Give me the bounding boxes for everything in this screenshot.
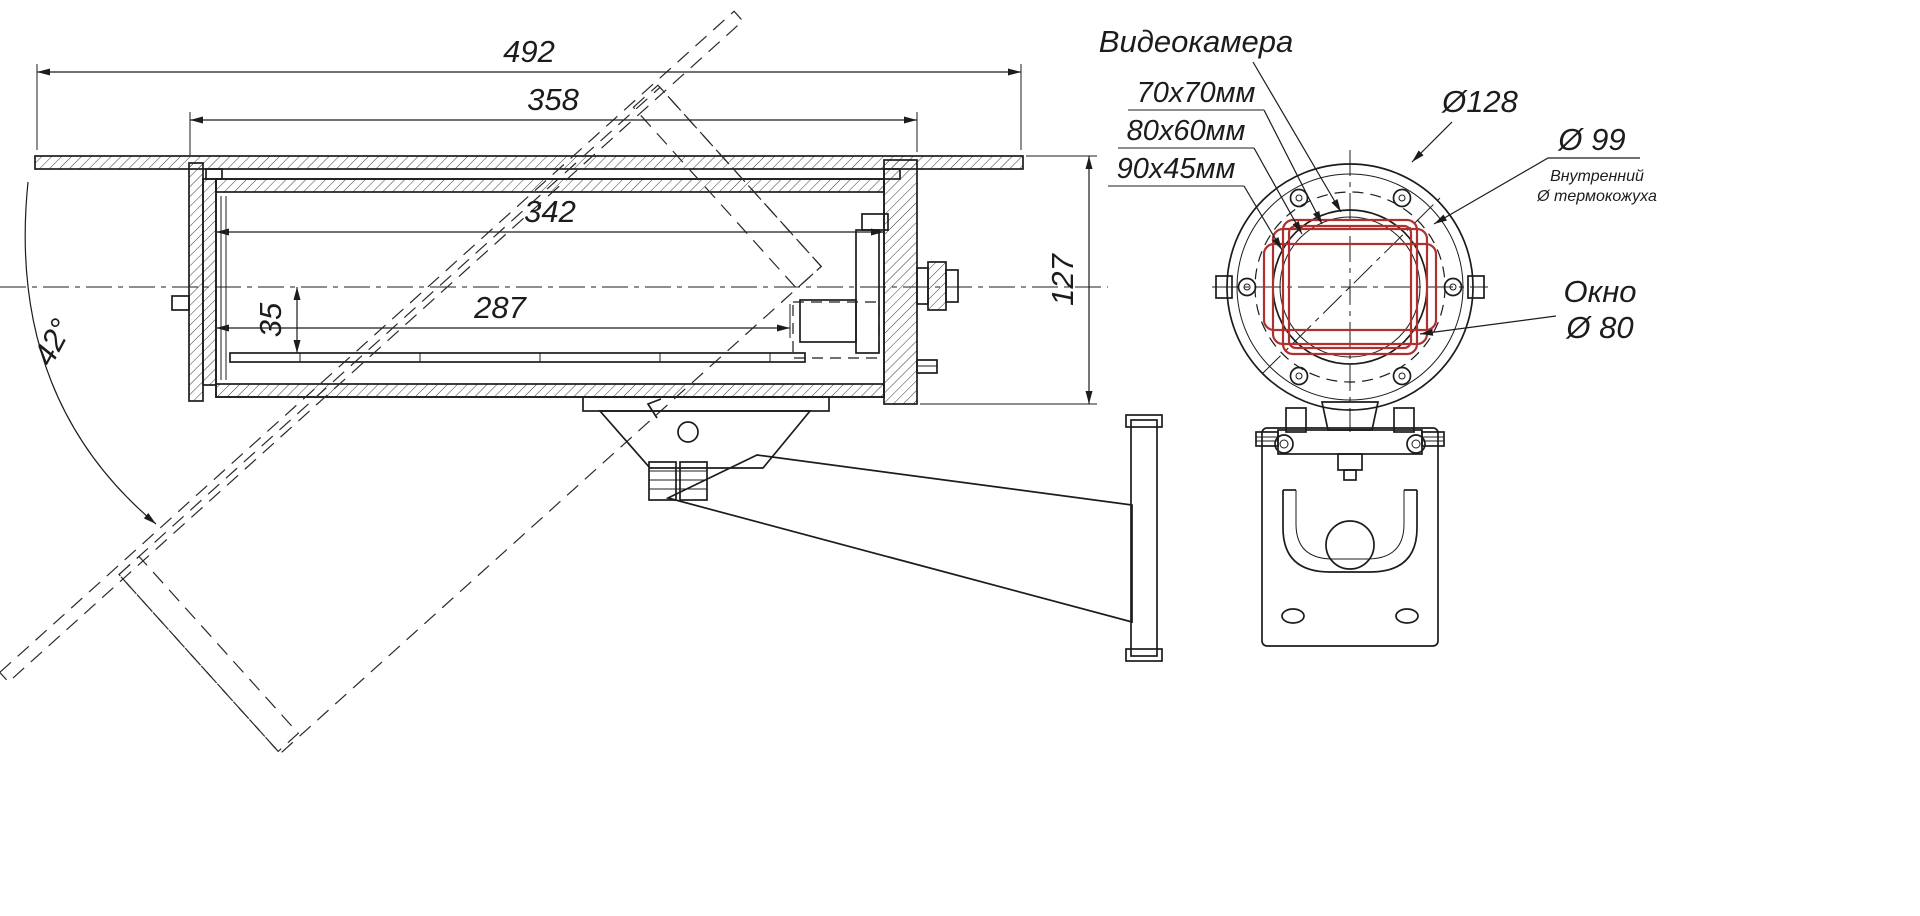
plate-corner-bolt-left	[1274, 434, 1294, 454]
dimension-35: 35	[253, 287, 301, 353]
clamp-hole	[1325, 520, 1375, 570]
camera-size-90x45	[1262, 242, 1438, 332]
dimension-127: 127	[920, 155, 1097, 405]
flange-bolts	[1237, 188, 1463, 386]
dia-128-label: Ø128	[1441, 84, 1519, 119]
yoke-side-bolt-right	[1421, 431, 1445, 447]
dim-127-label: 127	[1045, 252, 1080, 305]
inner-note-line1: Внутренний	[1550, 168, 1644, 185]
camera-size-rectangles	[1262, 218, 1438, 356]
plate-slot-right	[1395, 608, 1419, 624]
dim-342-label: 342	[524, 194, 576, 229]
front-lug	[171, 295, 190, 311]
plate-slot-left	[1281, 608, 1305, 624]
window-label-line1: Окно	[1563, 274, 1636, 309]
housing-top-wall	[215, 178, 885, 193]
inner-note-line2: Ø термокожуха	[1536, 188, 1657, 205]
bracket-top-plate	[582, 396, 830, 412]
camera-ghost-outline	[792, 301, 880, 359]
window-label-line2: Ø 80	[1565, 310, 1633, 345]
shield-support-front	[205, 168, 223, 180]
plate-corner-bolt-right	[1406, 434, 1426, 454]
mount-arm	[665, 454, 1133, 624]
front-labels: Видеокамера 70х70мм 80х60мм 90х45мм Ø128…	[1099, 24, 1657, 345]
window-inner-circle	[1279, 216, 1421, 358]
lock-lever	[646, 398, 662, 419]
adjust-knob	[677, 421, 699, 443]
u-clamp	[1282, 489, 1418, 573]
dia-99-label: Ø 99	[1557, 122, 1625, 157]
front-centerline-diag	[1261, 197, 1441, 375]
tilted-housing-ghost	[0, 10, 823, 755]
size-80x60-label: 80х60мм	[1127, 115, 1246, 147]
camera-size-80x60	[1271, 227, 1429, 346]
front-bezel-outer	[188, 162, 204, 402]
serrated-discs	[648, 461, 708, 501]
yoke-side-bolt-left	[1255, 431, 1279, 447]
mount-bracket-side	[582, 396, 1163, 662]
camera-label: Видеокамера	[1099, 24, 1293, 59]
wall-plate-side	[1125, 414, 1163, 662]
flange-outer-circle	[1226, 163, 1474, 411]
hinge-block	[1337, 453, 1363, 471]
dim-287-label: 287	[473, 290, 527, 325]
size-70x70-label: 70х70мм	[1137, 77, 1256, 109]
dimension-287: 287	[216, 290, 791, 338]
flange-ear-left	[1215, 275, 1233, 299]
flange-ear-right	[1467, 275, 1485, 299]
flange-step-circle	[1236, 173, 1464, 401]
mount-bracket-front	[1255, 401, 1445, 647]
dimension-342: 342	[216, 194, 884, 236]
housing-bottom-wall	[215, 383, 885, 398]
front-bezel-inner	[202, 178, 217, 386]
dim-35-label: 35	[253, 302, 288, 337]
dim-492-label: 492	[503, 34, 555, 69]
dimension-angle-42: 42°	[24, 181, 157, 525]
yoke-crossbar	[1277, 429, 1423, 455]
sun-shield	[34, 155, 1024, 170]
front-view	[1212, 150, 1488, 432]
rear-cap	[883, 159, 918, 405]
internal-camera-bracket	[792, 213, 889, 359]
rear-bolt	[916, 359, 938, 374]
camera-slide-rail	[229, 352, 806, 363]
side-view	[0, 155, 1108, 405]
bracket-wedge	[598, 410, 812, 469]
dimension-358: 358	[189, 82, 918, 155]
dim-358-label: 358	[527, 82, 579, 117]
wall-plate-front	[1261, 427, 1439, 647]
size-90x45-label: 90х45мм	[1117, 153, 1236, 185]
camera-size-70x70	[1281, 218, 1419, 356]
dimension-492: 492	[36, 34, 1022, 150]
cable-gland	[916, 261, 959, 311]
